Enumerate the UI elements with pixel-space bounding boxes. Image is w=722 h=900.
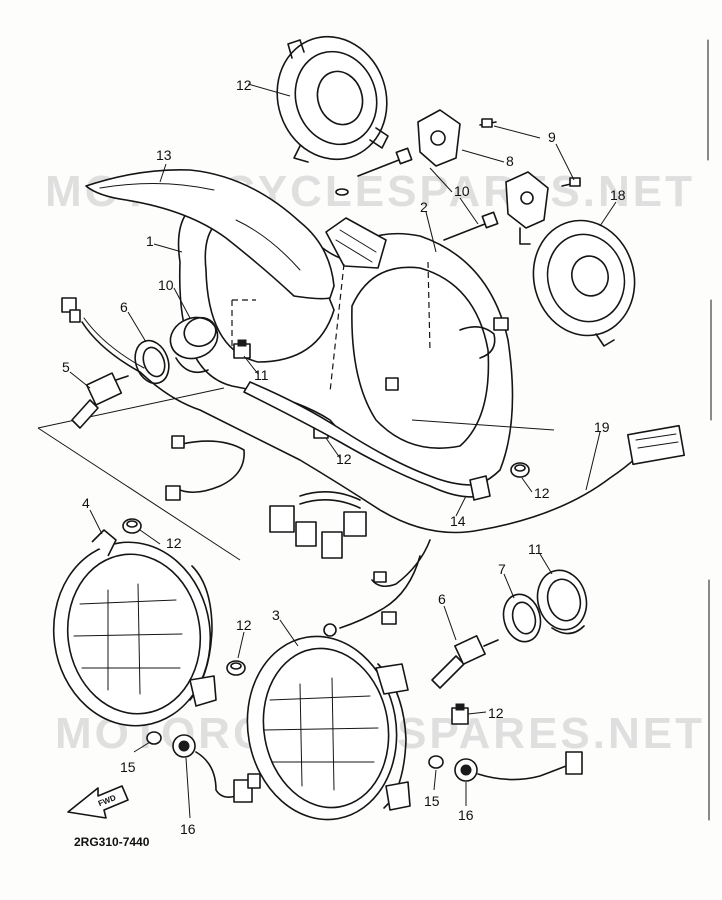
callout-17: 12 — [236, 77, 252, 93]
callout-18: 18 — [610, 187, 626, 203]
callout-11-lower: 12 — [488, 705, 504, 721]
callout-14: 14 — [450, 513, 466, 529]
part-14-mount-bracket — [243, 381, 491, 501]
callout-leaders — [69, 83, 617, 819]
callout-6-upper: 6 — [120, 299, 128, 315]
callout-1: 1 — [146, 233, 154, 249]
part-19-wire-harness — [81, 317, 686, 637]
part-17-rear-cover — [276, 35, 389, 163]
connector-left — [61, 297, 81, 323]
part-12-grommets — [122, 462, 530, 676]
callout-10-upper: 10 — [158, 277, 174, 293]
callout-11-upper: 11 — [254, 367, 269, 383]
part-16-socket-left — [172, 734, 261, 803]
part-16-socket-right — [454, 751, 583, 782]
callout-13: 13 — [156, 147, 172, 163]
scan-edge-lines — [707, 39, 712, 821]
callout-7: 8 — [506, 153, 514, 169]
part-5-bulb-lower — [431, 635, 499, 689]
callout-4: 4 — [82, 495, 90, 511]
part-18-rear-cover — [532, 219, 636, 347]
callout-12-lower: 12 — [236, 617, 252, 633]
part-11-clip-upper — [233, 339, 251, 359]
part-15-bulb-right — [428, 755, 444, 769]
part-11-clip-lower — [451, 703, 469, 725]
callout-3: 3 — [272, 607, 280, 623]
callout-9: 10 — [454, 183, 470, 199]
callout-12-right: 12 — [534, 485, 550, 501]
forward-direction-arrow: FWD — [67, 785, 129, 819]
part-9-adjust-bolts — [357, 147, 499, 241]
callout-10-lower: 11 — [528, 541, 543, 557]
part-8-screws — [479, 118, 581, 187]
callout-6-lower: 7 — [498, 561, 506, 577]
callout-19: 19 — [594, 419, 610, 435]
part-6-ring-upper — [134, 339, 170, 385]
callout-8: 9 — [548, 129, 556, 145]
part-6-ring-lower — [502, 593, 542, 643]
callout-labels: 12 9 8 10 2 18 13 1 10 6 5 11 12 12 19 1… — [62, 77, 626, 837]
part-10-socket-upper — [169, 316, 219, 374]
callout-5-upper: 5 — [62, 359, 70, 375]
part-10-socket-lower — [536, 569, 588, 635]
callout-16-right: 16 — [458, 807, 474, 823]
part-4-headlight-left — [52, 529, 217, 727]
callout-12-center: 12 — [336, 451, 352, 467]
part-5-bulb-upper — [71, 372, 129, 429]
callout-15-right: 15 — [424, 793, 440, 809]
callout-16-left: 16 — [180, 821, 196, 837]
callout-12-left: 12 — [166, 535, 182, 551]
part-13-trim-strip — [85, 169, 335, 300]
alignment-lines — [37, 261, 555, 561]
part-15-bulb-left — [146, 731, 162, 745]
part-code-label: 2RG310-7440 — [74, 835, 150, 849]
part-7-adjuster-bracket — [417, 109, 549, 245]
part-3-headlight-right — [246, 635, 411, 821]
callout-2: 2 — [420, 199, 428, 215]
callout-5-lower: 6 — [438, 591, 446, 607]
callout-15-left: 15 — [120, 759, 136, 775]
